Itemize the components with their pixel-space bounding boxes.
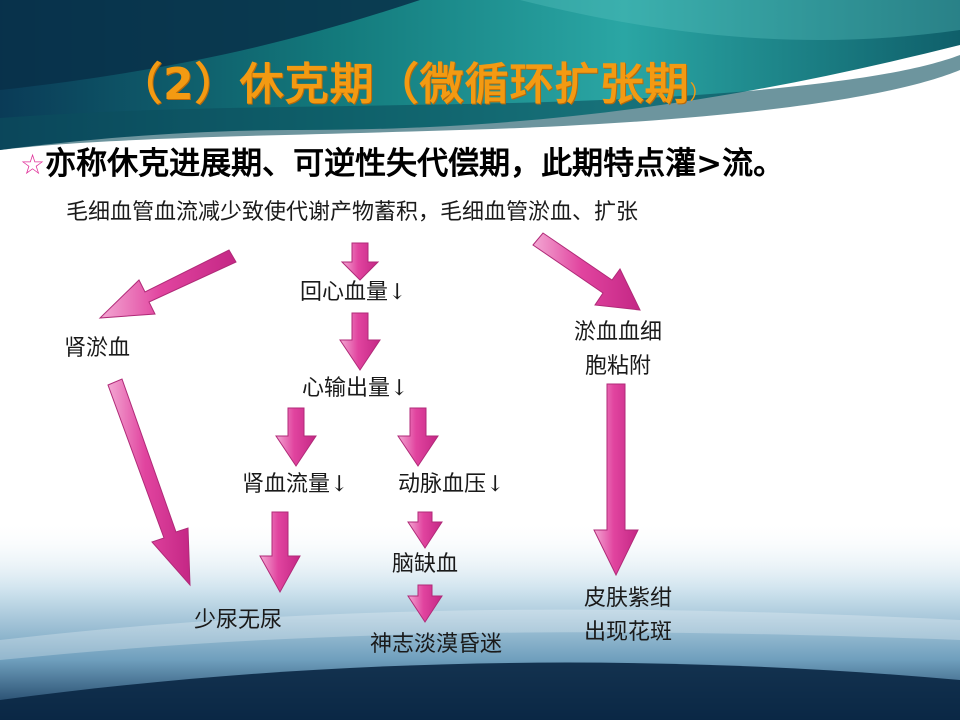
label-kidney-congestion: 肾淤血 [64, 336, 131, 361]
arrow-to-consciousness [407, 584, 443, 623]
arrow-to-cardiac-output [339, 312, 381, 371]
arrow-to-arterial-pressure [397, 407, 439, 467]
label-cardiac-output: 心输出量↓ [302, 376, 409, 401]
arrow-to-brain-ischemia [407, 511, 443, 549]
slide-subtitle: ☆亦称休克进展期、可逆性失代偿期，此期特点灌>流。 [20, 146, 785, 182]
label-renal-flow: 肾血流量↓ [242, 472, 349, 497]
label-skin-line2: 出现花斑 [584, 620, 673, 645]
label-arterial-pressure: 动脉血压↓ [398, 472, 505, 497]
arrow-to-kidney-congestion [98, 249, 237, 319]
label-cell-adhesion-line1: 淤血血细 [573, 320, 662, 345]
label-skin: 皮肤紫绀 出现花斑 [584, 582, 672, 650]
arrow-to-skin [593, 383, 639, 577]
arrow-to-renal-flow [275, 407, 317, 467]
label-top-cause: 毛细血管血流减少致使代谢产物蓄积，毛细血管淤血、扩张 [66, 200, 639, 225]
label-cell-adhesion: 淤血血细 胞粘附 [566, 316, 670, 384]
arrow-to-return-blood [340, 242, 380, 281]
label-skin-line1: 皮肤紫绀 [584, 586, 673, 611]
label-consciousness: 神志淡漠昏迷 [370, 632, 503, 657]
label-cell-adhesion-line2: 胞粘附 [584, 354, 651, 379]
arrow-to-oliguria-diagonal [107, 378, 191, 587]
arrow-to-cell-adhesion [532, 232, 641, 311]
label-brain-ischemia: 脑缺血 [392, 552, 459, 577]
star-bullet-icon: ☆ [20, 148, 46, 181]
label-return-blood: 回心血量↓ [300, 280, 407, 305]
slide-title: （2）休克期（微循环扩张期） [118, 59, 711, 110]
arrow-to-oliguria [259, 511, 301, 594]
label-oliguria: 少尿无尿 [194, 608, 283, 633]
